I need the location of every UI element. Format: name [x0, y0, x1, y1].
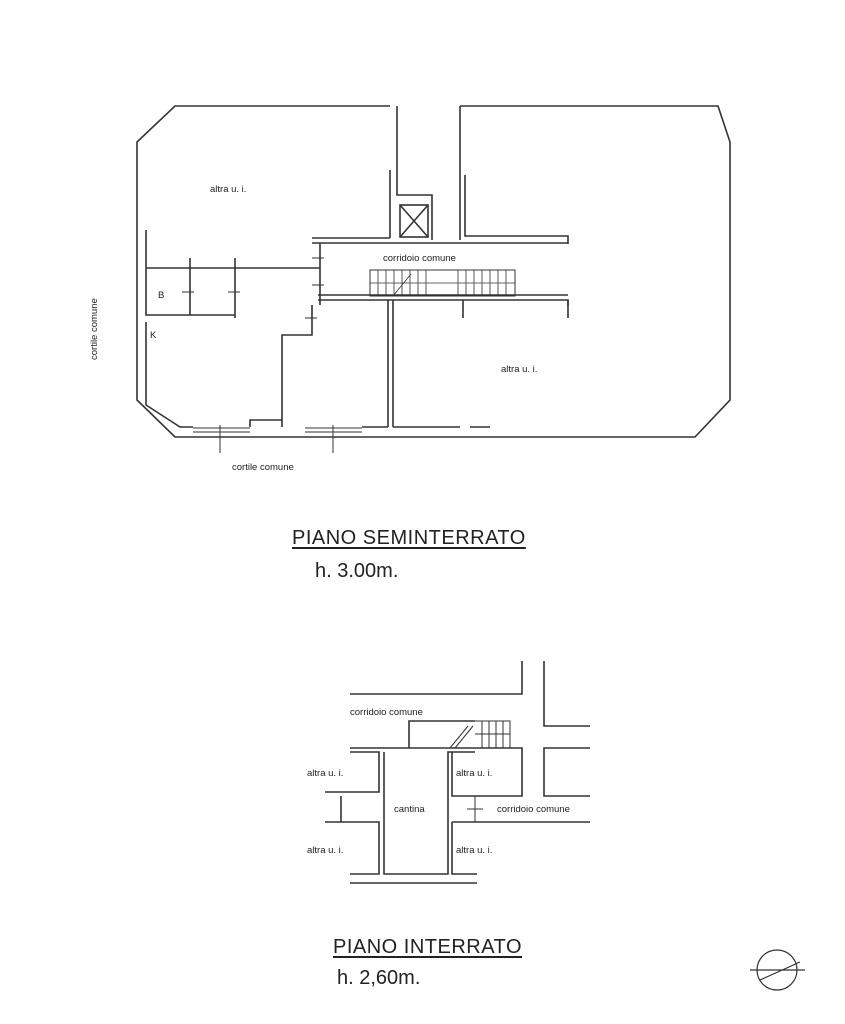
window [193, 427, 362, 433]
outer-wall-left-block [136, 105, 460, 438]
label-altra-ui-top: altra u. i. [210, 184, 246, 195]
elevator-shaft [399, 204, 429, 238]
label-cortile-left: cortile comune [89, 298, 100, 360]
semi-plan-height: h. 3.00m. [315, 560, 399, 582]
semi-plan-title: PIANO SEMINTERRATO [292, 527, 526, 549]
label-cantina: cantina [394, 804, 425, 815]
corridor-top-wall [312, 237, 568, 244]
label-kitchen: K [150, 330, 157, 341]
label-altra-ui-right: altra u. i. [501, 364, 537, 375]
staircase [449, 720, 511, 749]
label-corridoio-right: corridoio comune [497, 804, 570, 815]
label-altra-ui: altra u. i. [307, 845, 343, 856]
interrato-plan-height: h. 2,60m. [337, 967, 421, 989]
label-altra-ui: altra u. i. [456, 768, 492, 779]
label-altra-ui: altra u. i. [307, 768, 343, 779]
north-arrow-icon [750, 949, 805, 991]
outer-wall-right-block [460, 105, 731, 438]
label-corridoio-top: corridoio comune [350, 707, 423, 718]
staircase [369, 269, 516, 297]
label-bathroom: B [158, 290, 164, 301]
semi-plan: altra u. i. altra u. i. corridoio comune… [89, 105, 731, 473]
interrato-plan: corridoio comune corridoio comune cantin… [307, 661, 590, 884]
interrato-plan-title: PIANO INTERRATO [333, 936, 523, 958]
label-corridoio-comune: corridoio comune [383, 253, 456, 264]
label-altra-ui: altra u. i. [456, 845, 492, 856]
label-cortile-bottom: cortile comune [232, 462, 294, 473]
